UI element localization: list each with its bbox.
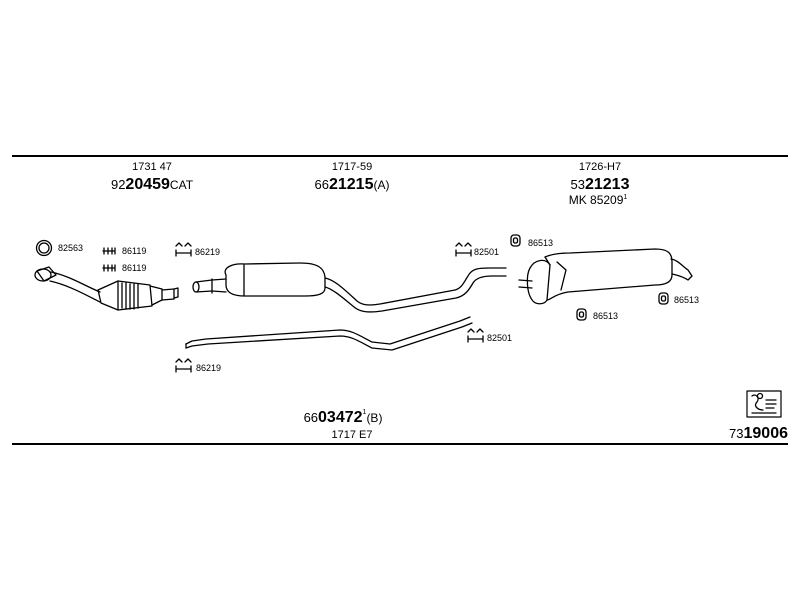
- part-number-3-main: 21213: [584, 176, 630, 193]
- part-label-86513-a[interactable]: 86513: [528, 238, 554, 248]
- hanger-icon: [175, 242, 192, 373]
- part-number-2-suffix: (A): [373, 178, 390, 192]
- part-number-bottom[interactable]: 66034721(B): [303, 409, 383, 426]
- catalog-book-icon: [746, 390, 782, 418]
- section-code-3: 1726-H7: [578, 161, 622, 173]
- diagram-number-prefix: 73: [729, 426, 744, 441]
- diagram-number-main: 19006: [743, 425, 789, 442]
- part-label-82563[interactable]: 82563: [58, 243, 84, 253]
- part-number-bottom-prefix: 66: [303, 410, 319, 425]
- top-rule: [12, 155, 788, 157]
- catalytic-converter-pipe: [34, 266, 179, 311]
- part-number-2[interactable]: 6621215(A): [315, 177, 390, 193]
- part-label-86219-a[interactable]: 86219: [195, 247, 221, 257]
- part-label-86119-b[interactable]: 86119: [122, 263, 147, 273]
- middle-silencer-pipe: [192, 262, 507, 313]
- mk-label: MK 852091: [569, 194, 628, 206]
- part-number-3[interactable]: 5321213: [571, 177, 630, 193]
- part-label-82501-b[interactable]: 82501: [487, 333, 513, 343]
- rear-silencer: [518, 248, 693, 305]
- hanger-icon-82501: [455, 242, 484, 343]
- mk-label-text: MK 85209: [568, 193, 624, 207]
- part-label-86513-c[interactable]: 86513: [674, 295, 700, 305]
- part-number-1-prefix: 92: [110, 177, 126, 192]
- intermediate-pipe: [185, 316, 473, 351]
- ring-clamp-icon: [35, 239, 53, 257]
- section-code-2: 1717-59: [331, 161, 373, 173]
- part-number-2-prefix: 66: [314, 177, 329, 192]
- part-number-1-main: 20459: [125, 176, 170, 193]
- part-number-bottom-suffix: (B): [366, 411, 383, 425]
- part-label-86219-b[interactable]: 86219: [196, 363, 222, 373]
- rubber-mount-icon: [510, 234, 669, 321]
- clamp-icon: [102, 247, 116, 272]
- part-label-86513-b[interactable]: 86513: [593, 311, 619, 321]
- part-label-86119-a[interactable]: 86119: [122, 246, 147, 256]
- part-label-82501-a[interactable]: 82501: [474, 247, 500, 257]
- part-number-2-main: 21215: [328, 176, 374, 193]
- diagram-number: 7319006: [729, 426, 788, 442]
- part-number-bottom-main: 03472: [318, 409, 363, 426]
- bottom-section-code: 1717 E7: [331, 429, 373, 441]
- section-code-1: 1731 47: [132, 161, 172, 173]
- part-number-1[interactable]: 9220459CAT: [111, 177, 193, 193]
- part-number-3-prefix: 53: [570, 177, 585, 192]
- mk-label-sup: 1: [623, 194, 628, 201]
- part-number-bottom-sup: 1: [362, 409, 367, 416]
- part-number-1-suffix: CAT: [169, 178, 194, 192]
- bottom-rule: [12, 443, 788, 445]
